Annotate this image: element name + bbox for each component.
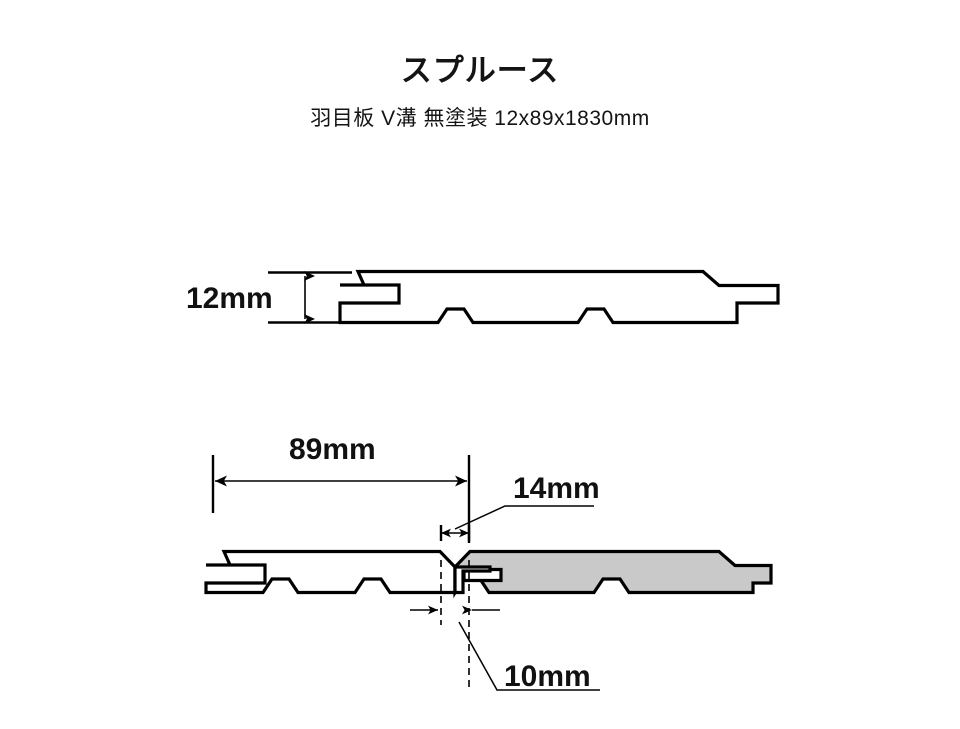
section-view-upper: 12mm: [186, 269, 780, 325]
leader-line-tongue: [458, 621, 600, 691]
leader-line-vgroove: [454, 505, 594, 530]
title-block: スプルース 羽目板 V溝 無塗装 12x89x1830mm: [0, 52, 960, 132]
dimension-label-thickness: 12mm: [186, 282, 273, 315]
dimension-label-width: 89mm: [289, 433, 376, 466]
tongue-left-board: [453, 565, 492, 595]
page-title: スプルース: [400, 53, 560, 88]
joint-view-lower: 89mm 14mm 10mm: [204, 433, 773, 693]
product-spec-subtitle: 羽目板 V溝 無塗装 12x89x1830mm: [310, 107, 650, 131]
board-profile-left: [204, 549, 457, 595]
dimension-label-tongue: 10mm: [504, 660, 591, 693]
board-profile-upper: [338, 269, 780, 325]
dimension-label-vgroove: 14mm: [513, 472, 600, 505]
